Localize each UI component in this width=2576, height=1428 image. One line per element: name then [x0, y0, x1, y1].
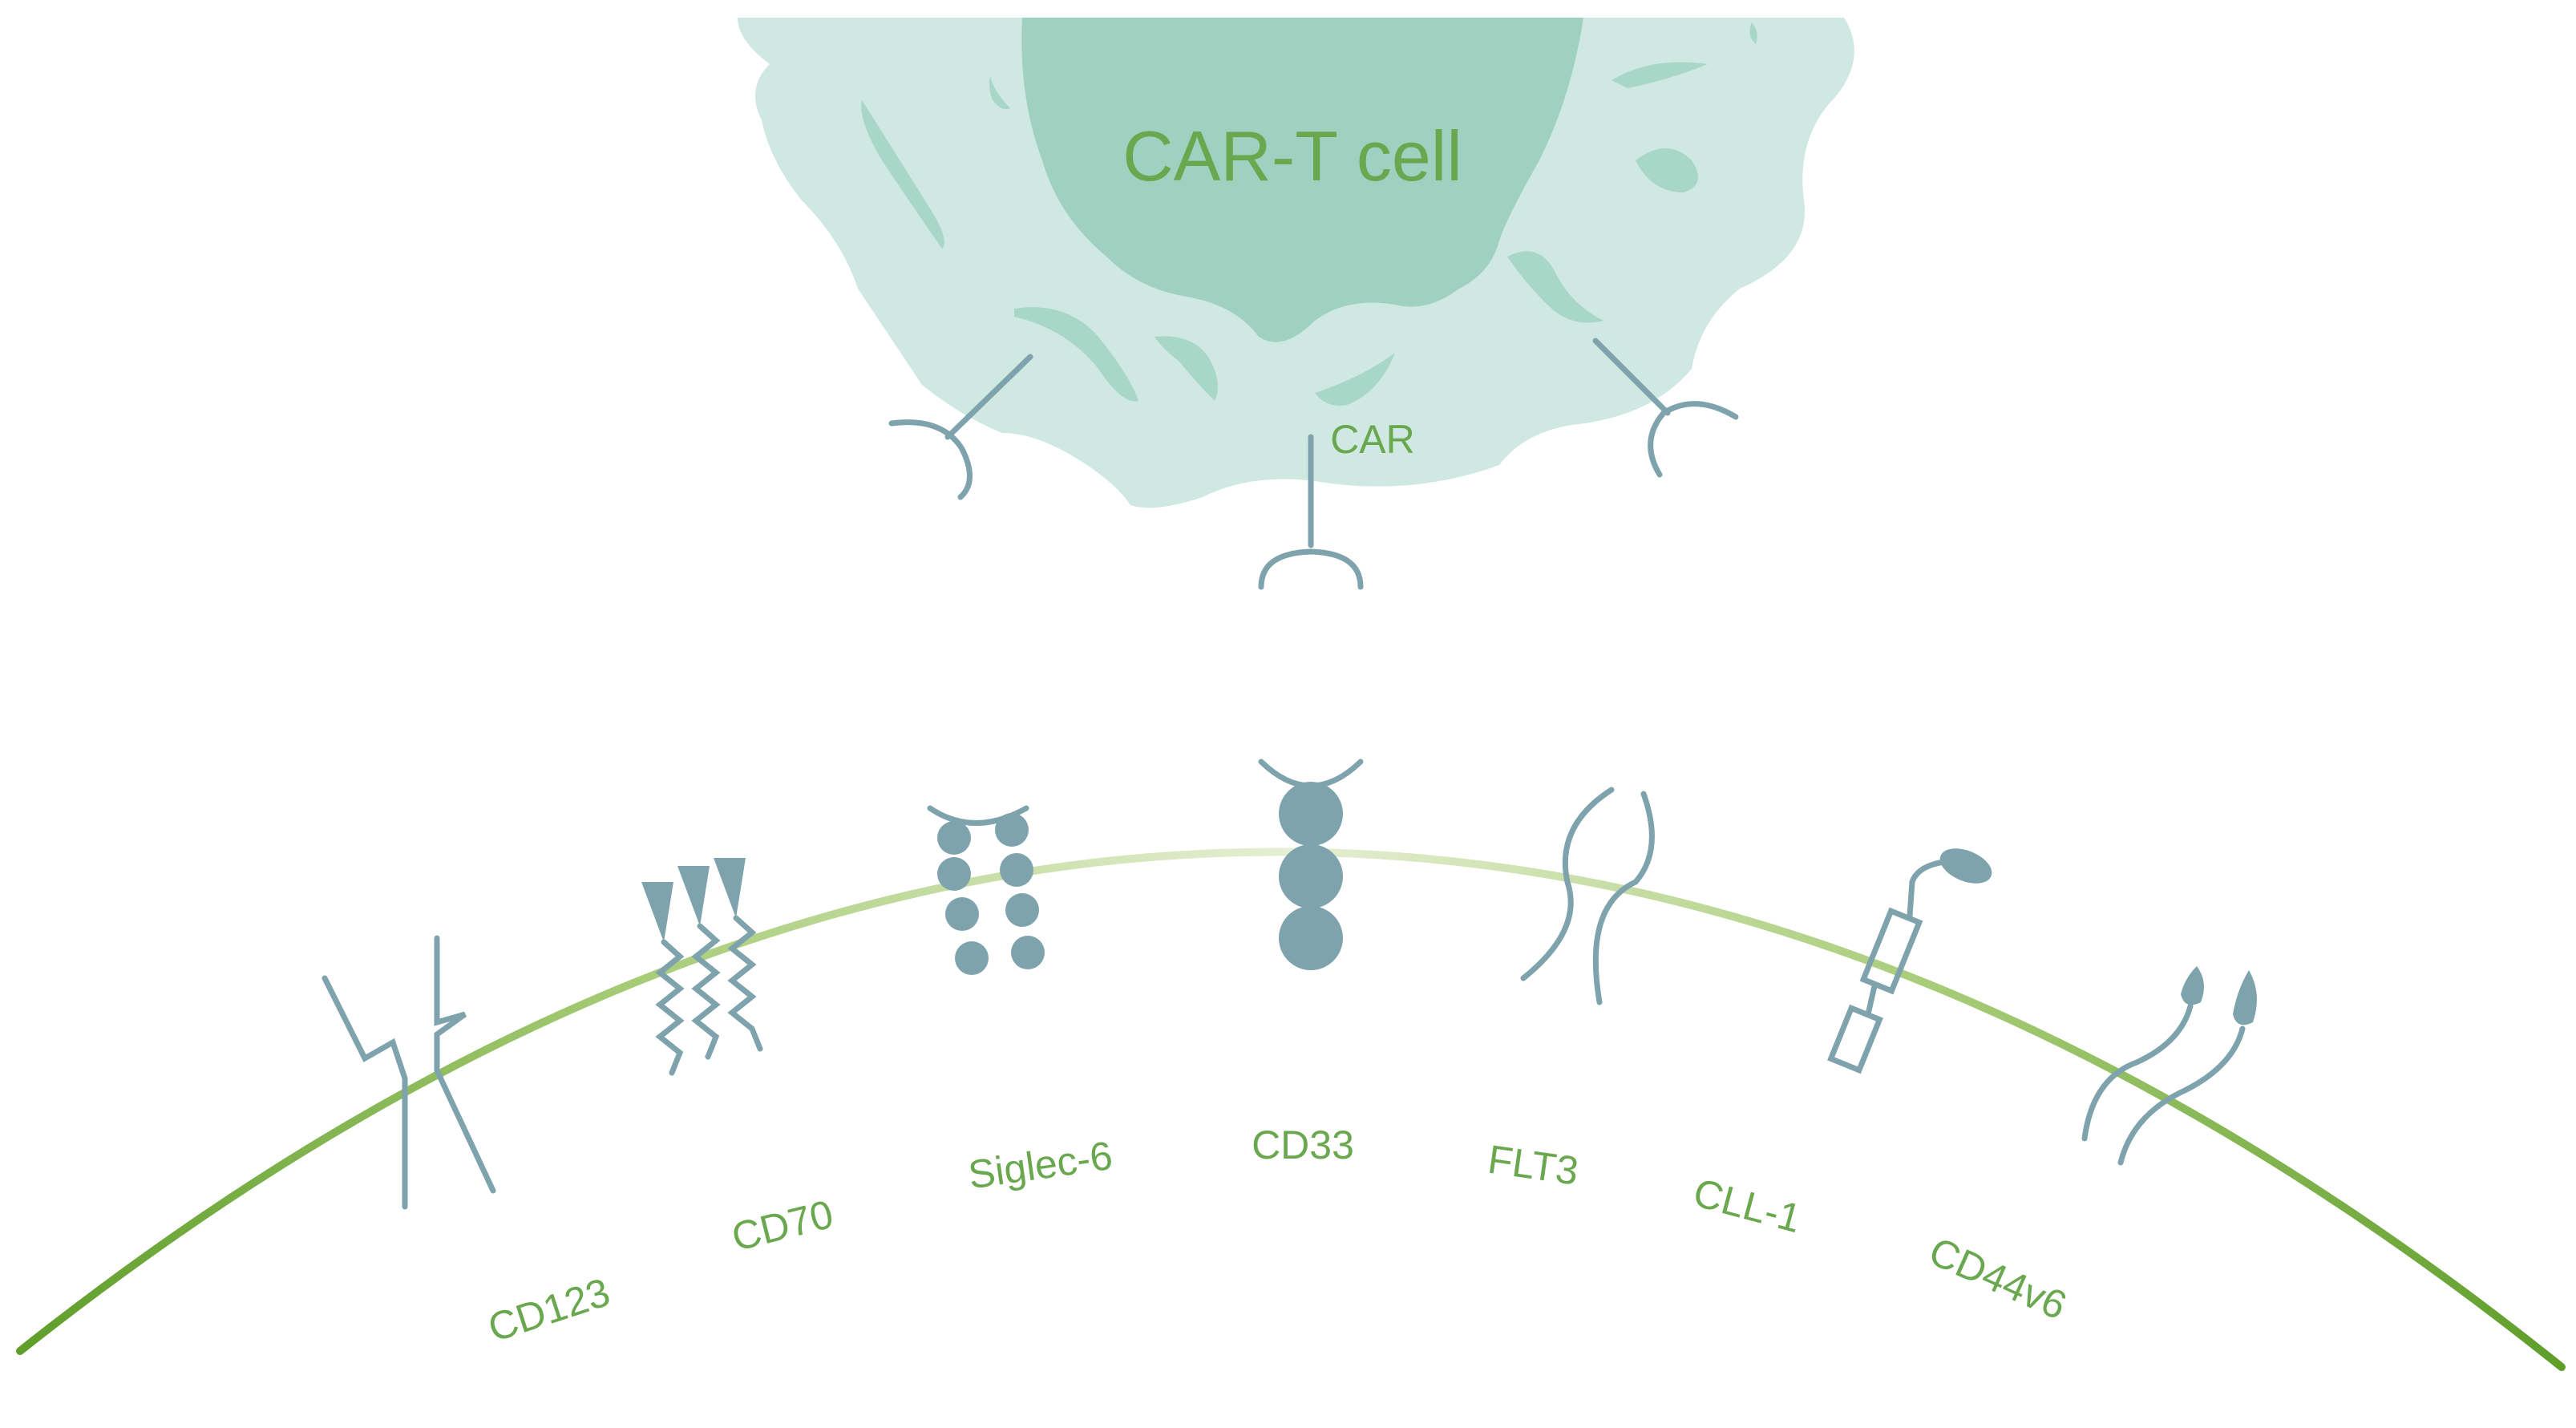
antigen-label-siglec6: Siglec-6	[965, 1133, 1115, 1198]
car-receptor-right	[1592, 338, 1739, 478]
antigen-cd44v6: CD44v6	[1923, 966, 2257, 1329]
antigen-label-cd123: CD123	[483, 1269, 615, 1350]
antigen-cd70: CD70	[641, 858, 838, 1260]
target-cell-membrane	[16, 847, 2566, 1371]
antigen-label-cd70: CD70	[727, 1191, 838, 1260]
antigen-label-cll1: CLL-1	[1688, 1170, 1806, 1241]
cell-nucleus	[1021, 18, 1583, 342]
cd123-shape	[321, 975, 408, 1210]
car-label: CAR	[1330, 417, 1415, 462]
cell-organelles	[861, 22, 1757, 406]
cell-title: CAR-T cell	[1122, 116, 1462, 196]
car-receptor-center	[1258, 434, 1364, 590]
car-receptor-left	[888, 354, 1033, 500]
car-receptors	[888, 338, 1739, 590]
antigen-cd33: CD33	[1252, 758, 1364, 1167]
car-t-cell: CAR-T cell CAR	[738, 18, 1854, 508]
antigen-flt3: FLT3	[1486, 787, 1655, 1194]
antigen-cll1: CLL-1	[1688, 848, 1992, 1241]
antigen-label-flt3: FLT3	[1486, 1137, 1582, 1194]
antigen-label-cd44v6: CD44v6	[1923, 1228, 2073, 1329]
antigen-cd123: CD123	[321, 935, 615, 1351]
antigen-label-cd33: CD33	[1252, 1123, 1354, 1167]
